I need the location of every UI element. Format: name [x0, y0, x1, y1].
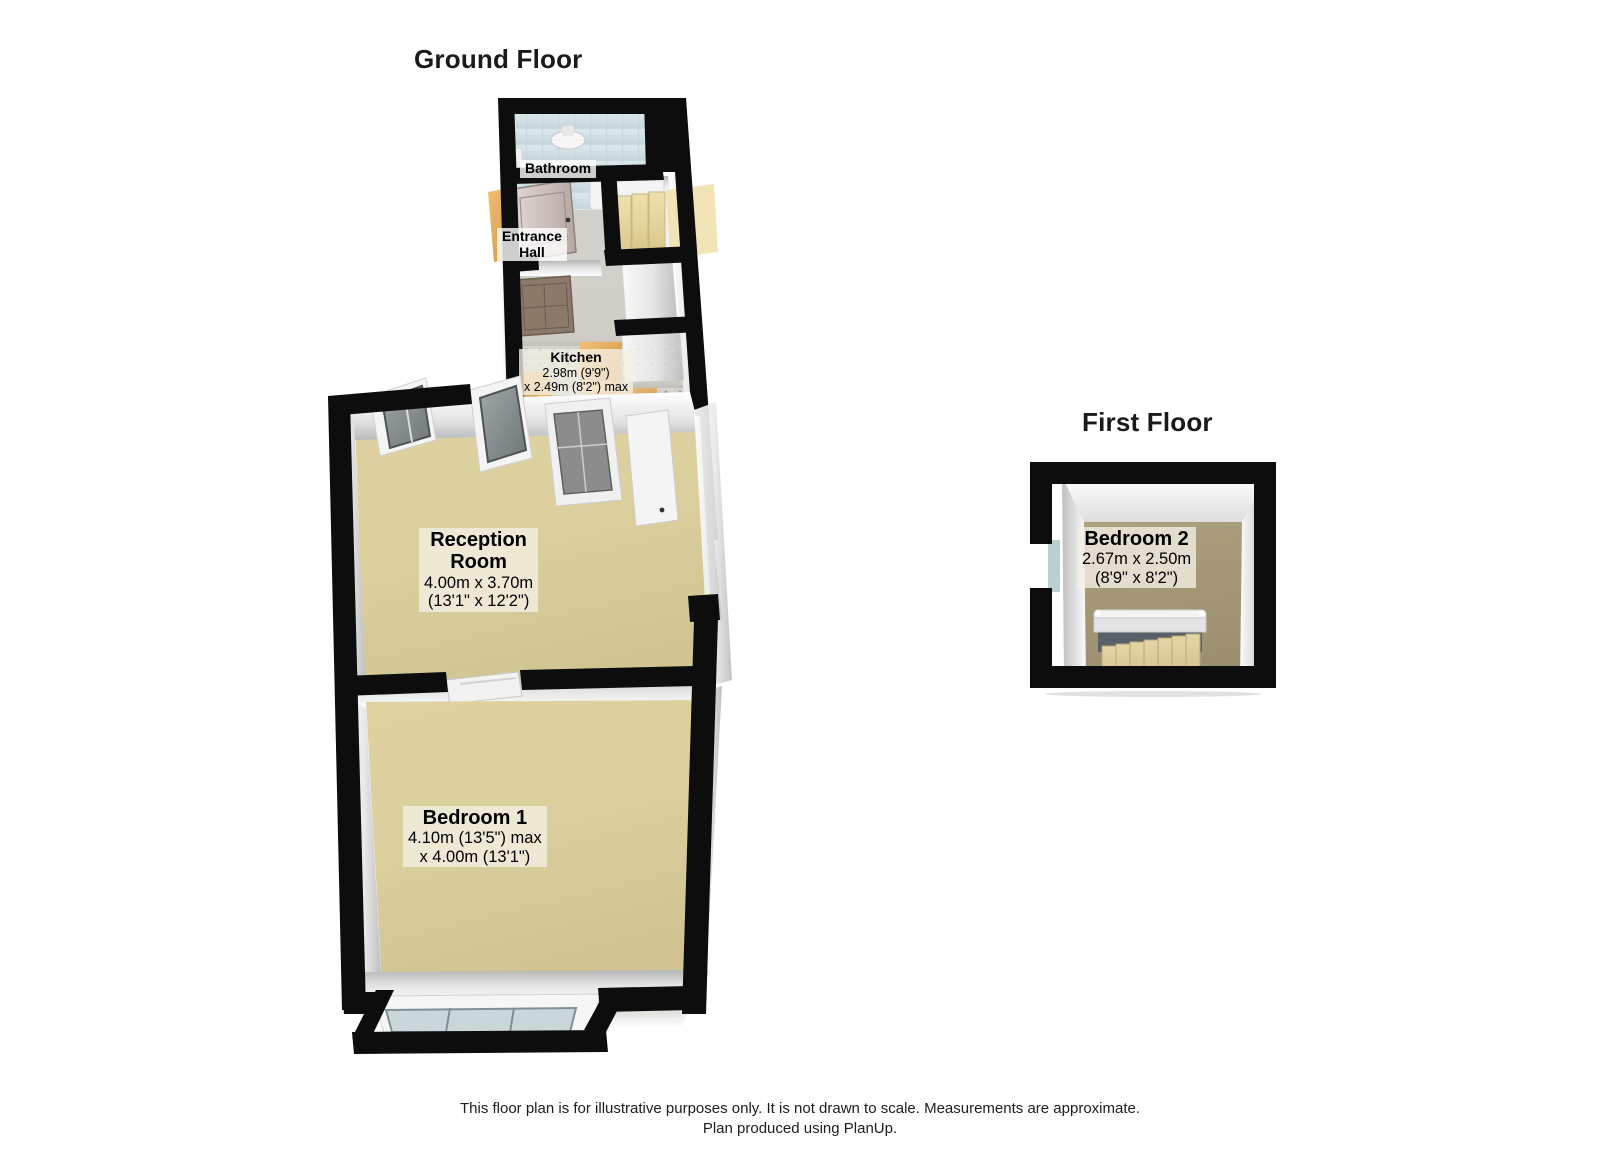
bedroom-2-label-name: Bedroom 2: [1084, 528, 1189, 550]
bedroom-2-label-metric: 2.67m x 2.50m: [1082, 550, 1192, 569]
reception-door-far-right[interactable]: [625, 409, 679, 527]
reception-door-right[interactable]: [544, 397, 623, 507]
room-label-bedroom-2: Bedroom 2 2.67m x 2.50m (8'9" x 8'2"): [1077, 527, 1197, 589]
reception-room-label-name: Reception: [430, 529, 527, 551]
bedroom-1-label-name: Bedroom 1: [422, 807, 528, 829]
ground-floor-title: Ground Floor: [414, 44, 583, 74]
reception-room-label-imperial: (13'1" x 12'2"): [427, 592, 530, 611]
room-label-bedroom-1: Bedroom 1 4.10m (13'5") max x 4.00m (13'…: [403, 806, 547, 868]
reception-room-label-name-2: Room: [450, 551, 507, 574]
bedroom2-walls: [1030, 462, 1276, 688]
room-label-bathroom: Bathroom: [520, 160, 597, 178]
bedroom-2-label-imperial: (8'9" x 8'2"): [1095, 568, 1179, 587]
room-label-entrance-hall: Entrance Hall: [497, 228, 567, 262]
entrance-hall-label-name-2: Hall: [519, 243, 545, 260]
lower-block-walls: [328, 384, 720, 1054]
hall-interior-door[interactable]: [514, 275, 575, 337]
room-label-reception-room: Reception Room 4.00m x 3.70m (13'1" x 12…: [419, 528, 539, 612]
reception-window-mid[interactable]: [469, 375, 533, 473]
reception-room-label-metric: 4.00m x 3.70m: [424, 573, 534, 592]
ground-floor-drawing: [328, 98, 732, 1054]
kitchen-label-imperial: x 2.49m (8'2") max: [524, 379, 629, 394]
kitchen-label-name: Kitchen: [550, 349, 602, 365]
first-floor-drawing: [1030, 462, 1276, 697]
bedroom-1-label-metric: 4.10m (13'5") max: [408, 829, 542, 848]
bathroom-label-name: Bathroom: [525, 160, 592, 176]
bedroom2-doorway[interactable]: [1048, 540, 1060, 592]
bedroom2-wall-faces: [1062, 476, 1268, 676]
room-label-kitchen: Kitchen 2.98m (9'9") x 2.49m (8'2") max: [519, 349, 634, 395]
bedroom1-bay-window[interactable]: [373, 993, 601, 1043]
entrance-hall-label-name: Entrance: [502, 228, 562, 244]
first-floor-title: First Floor: [1082, 407, 1213, 437]
bedroom-1-label-imperial: x 4.00m (13'1"): [419, 847, 531, 866]
disclaimer-line-2: Plan produced using PlanUp.: [702, 1120, 898, 1137]
kitchen-label-metric: 2.98m (9'9"): [542, 365, 610, 380]
disclaimer-line-1: This floor plan is for illustrative purp…: [459, 1100, 1141, 1117]
